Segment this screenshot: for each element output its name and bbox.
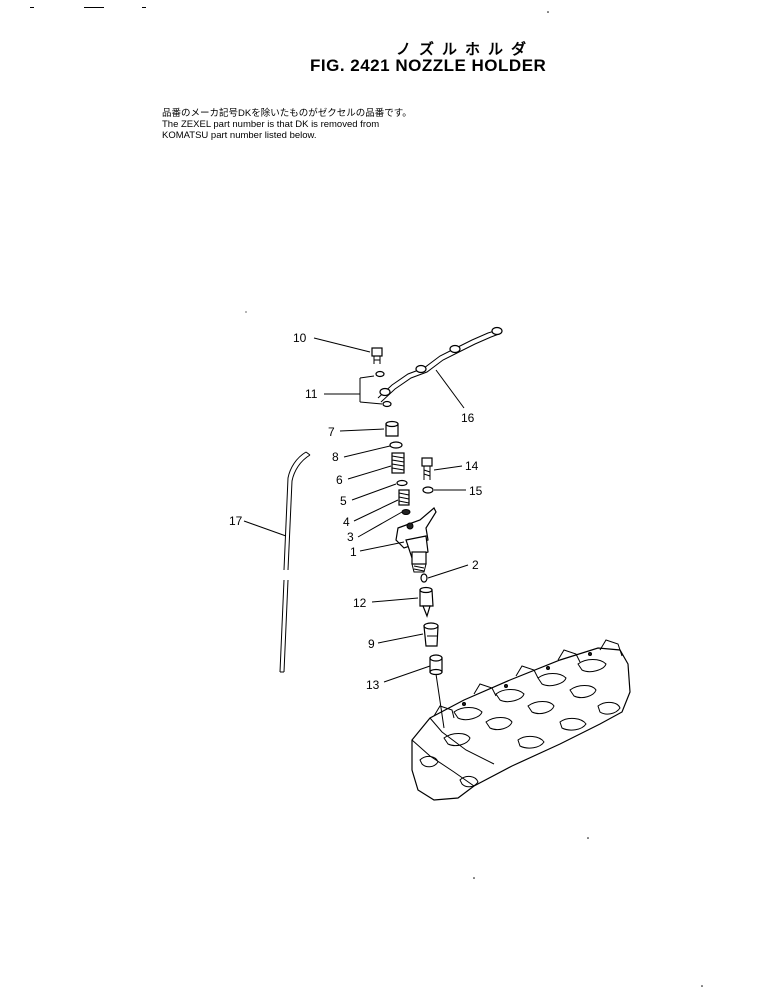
nozzle-holder-body-1 — [395, 507, 437, 573]
note-line-english-2: KOMATSU part number listed below. — [162, 130, 317, 141]
sleeve-9 — [423, 622, 439, 647]
scan-mark — [30, 7, 34, 8]
callout-6: 6 — [336, 473, 343, 487]
note-line-japanese: 品番のメーカ記号DKを除いたものがゼクセルの品番です。 — [162, 108, 412, 119]
bolt-14 — [421, 457, 433, 480]
spring-6 — [391, 452, 405, 474]
callout-5: 5 — [340, 494, 347, 508]
callout-3: 3 — [347, 530, 354, 544]
callout-4: 4 — [343, 515, 350, 529]
callout-16: 16 — [461, 411, 475, 425]
callout-1: 1 — [350, 545, 357, 559]
pin-3 — [401, 509, 411, 515]
scan-mark — [142, 7, 146, 8]
callout-10: 10 — [293, 331, 307, 345]
callout-13: 13 — [366, 678, 380, 692]
cap-nut-7 — [385, 420, 399, 437]
callout-12: 12 — [353, 596, 367, 610]
pipe-17 — [279, 451, 311, 673]
callout-14: 14 — [465, 459, 479, 473]
washer-8 — [389, 441, 403, 449]
gaskets-11 — [375, 370, 392, 408]
callout-2: 2 — [472, 558, 479, 572]
spring-4 — [398, 489, 410, 506]
callout-labels: 10 11 16 7 8 6 5 4 3 1 14 15 2 12 9 13 1… — [229, 331, 483, 692]
gasket-15 — [422, 486, 434, 494]
nozzle-12 — [419, 586, 434, 618]
callout-17: 17 — [229, 514, 243, 528]
washer-2 — [420, 573, 428, 583]
callout-11: 11 — [305, 387, 318, 401]
seal-13 — [429, 654, 443, 676]
bolt-10 — [371, 347, 383, 364]
cylinder-head — [411, 639, 631, 801]
callout-8: 8 — [332, 450, 339, 464]
note-line-english-1: The ZEXEL part number is that DK is remo… — [162, 119, 380, 130]
scan-specks — [245, 11, 703, 987]
part-number-note: 品番のメーカ記号DKを除いたものがゼクセルの品番です。 The ZEXEL pa… — [162, 108, 412, 141]
leak-off-pipe-16 — [377, 326, 503, 403]
shim-5 — [396, 479, 408, 487]
figure-title-japanese: ノズルホルダ — [396, 40, 535, 58]
figure-title: FIG. 2421 NOZZLE HOLDER — [310, 56, 547, 75]
callout-15: 15 — [469, 484, 483, 498]
callout-7: 7 — [328, 425, 335, 439]
leader-lines — [243, 337, 469, 729]
scan-mark — [84, 7, 104, 8]
callout-9: 9 — [368, 637, 375, 651]
